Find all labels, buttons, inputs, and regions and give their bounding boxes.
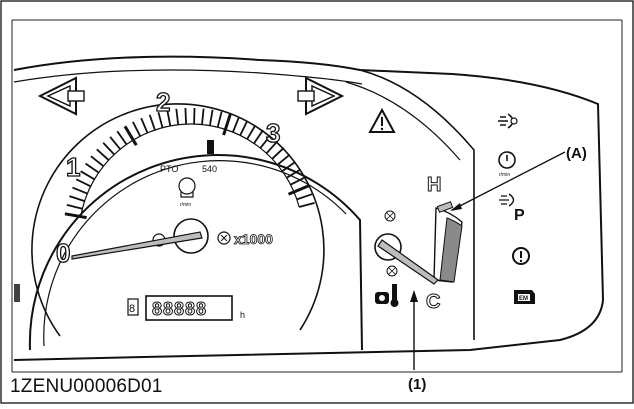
engine-speed-min-label: r/min — [499, 172, 510, 178]
tachometer-tick — [141, 118, 147, 133]
multiplier-label: x1000 — [234, 231, 273, 247]
tachometer-tick — [91, 156, 104, 166]
turn-right-arrow-icon — [298, 78, 342, 114]
hour-meter-unit: h — [240, 310, 245, 320]
turn-left-arrow-icon — [40, 78, 84, 114]
warning-circle-icon — [513, 248, 529, 264]
tachometer-tick — [278, 155, 290, 165]
figure-code: 1ZENU00006D01 — [10, 376, 163, 398]
tachometer-tick — [297, 194, 312, 199]
tachometer: 0 1 2 3 PTO 540 r/min x1000 8 88888 h — [30, 87, 362, 350]
pto-unit: r/min — [180, 202, 191, 208]
scale-mark-3: 3 — [266, 118, 280, 148]
temp-gauge: H C — [375, 174, 462, 313]
tachometer-tick — [202, 109, 204, 125]
warning-triangle-icon — [370, 110, 394, 132]
engine-check-label: EM — [519, 296, 528, 302]
scale-mark-1: 1 — [66, 152, 80, 182]
tachometer-tick — [247, 125, 255, 139]
tachometer-tick — [176, 109, 178, 125]
tachometer-tick — [69, 196, 84, 201]
scale-mark-0: 0 — [56, 238, 70, 268]
tachometer-tick — [272, 148, 284, 159]
tachometer-tick — [185, 108, 186, 124]
tachometer-tick — [81, 171, 95, 179]
pto-rpm: 540 — [202, 164, 217, 174]
hour-meter-digits: 88888 — [152, 299, 207, 319]
parking-brake-icon: P — [499, 194, 525, 224]
temp-needle — [378, 240, 438, 284]
pto-marker — [207, 140, 214, 154]
hour-meter: 8 88888 h — [128, 296, 245, 320]
tachometer-tick — [73, 188, 88, 194]
tachometer-tick — [97, 149, 109, 160]
tachometer-tick — [103, 143, 114, 155]
callout-1-label: (1) — [408, 376, 426, 393]
callout-a-label: (A) — [566, 145, 587, 162]
tachometer-tick — [299, 203, 314, 207]
engine-check-icon: EM — [514, 290, 535, 304]
multiplier-icon — [218, 232, 230, 244]
pto-label: PTO — [160, 164, 178, 174]
tachometer-tick — [240, 121, 247, 135]
temp-cold-label: C — [426, 291, 440, 313]
tachometer-tick — [254, 130, 263, 143]
parking-label: P — [514, 207, 525, 224]
tachometer-tick — [86, 164, 99, 173]
coolant-temp-icon — [375, 284, 399, 307]
tachometer-tick — [233, 117, 239, 132]
tachometer-tick — [65, 214, 87, 218]
pto-icon — [179, 178, 195, 197]
temp-high-label: H — [427, 174, 441, 196]
hour-meter-indicator: 8 — [129, 303, 135, 315]
tachometer-tick — [117, 131, 126, 144]
tachometer-tick — [125, 126, 136, 145]
engine-speed-min-icon: r/min — [499, 152, 515, 178]
tachometer-tick — [224, 114, 231, 135]
tachometer-tick — [210, 110, 213, 126]
tachometer-tick — [133, 122, 140, 136]
scale-mark-2: 2 — [156, 87, 170, 117]
glow-plug-icon — [498, 114, 517, 128]
tachometer-tick — [67, 205, 83, 209]
tachometer-tick — [110, 137, 120, 149]
tachometer-tick — [218, 112, 222, 128]
tachometer-tick — [150, 115, 155, 130]
